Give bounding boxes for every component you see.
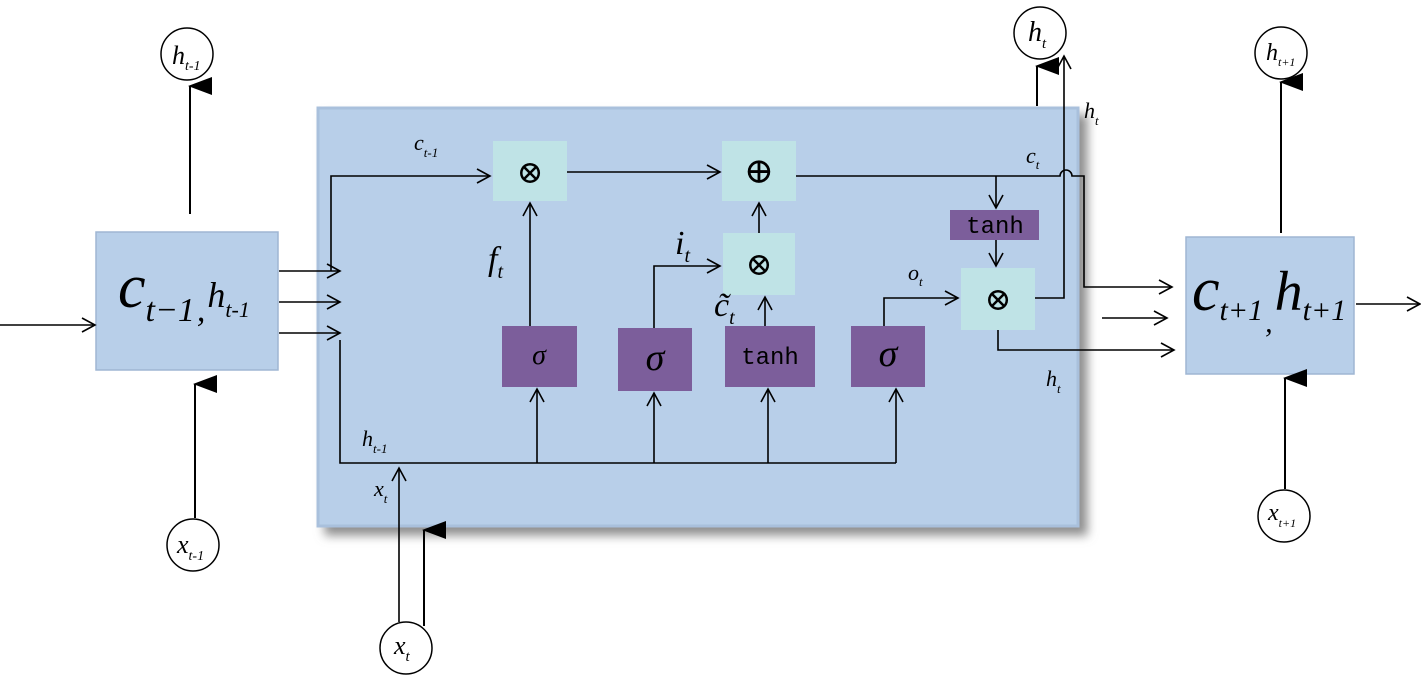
h-out-top-label: ht [1084,98,1099,128]
input-sigma-box [618,328,692,391]
c-prev-path [330,168,492,271]
output-sigma-symbol: σ [879,333,899,375]
candidate-tanh-box [725,326,815,387]
cell-add-symbol: ⊕ [744,151,774,191]
cell-next-box [1185,236,1355,375]
h-prev-circle [160,27,214,81]
cell-prev-box [95,231,279,371]
forget-multiply-symbol: ⊗ [517,154,544,190]
input-multiply-box [723,233,795,295]
x-cur-circle [379,621,433,675]
lstm-cell-body [316,106,1080,528]
cell-next-label: ct+1,ht+1 [1192,256,1346,339]
output-multiply-box [961,268,1035,330]
c-in-label: ct-1 [414,130,438,160]
output-multiply-symbol: ⊗ [985,281,1012,317]
x-cur-label: xt [393,631,411,665]
candidate-tanh-label: tanh [741,345,799,372]
cell-add-box [722,141,796,201]
h-out-bottom-label: ht [1046,366,1061,396]
forget-sigma-symbol: σ [532,340,547,371]
output-gate-label: ot [908,260,923,289]
cell-tanh-label: tanh [966,214,1024,241]
x-next-circle [1257,489,1311,543]
x-next-label: xt+1 [1267,500,1296,530]
candidate-label: c̃t [714,287,735,329]
h-prev-label: ht-1 [172,41,201,74]
c-out-path [796,169,1174,295]
h-next-circle [1254,26,1308,80]
output-sigma-to-mult [883,290,960,326]
h-out-right-path [997,330,1176,358]
input-sigma-symbol: σ [646,337,666,379]
output-sigma-box [851,326,925,387]
x-prev-label: xt-1 [176,530,204,564]
input-gate-label: it [675,225,690,267]
input-sigma-to-mult [653,258,722,328]
cell-prev-label: ct−1,ht-1 [118,253,250,329]
x-in-label: xt [373,476,388,506]
forget-sigma-box [502,326,577,387]
h-out-up-path [1035,54,1072,299]
h-next-label: ht+1 [1266,40,1295,69]
h-prev-bus [339,340,896,464]
input-multiply-symbol: ⊗ [746,246,773,282]
x-prev-circle [166,518,220,572]
h-cur-label: ht [1028,17,1047,52]
c-out-label: ct [1026,143,1040,172]
cell-tanh-box [950,210,1039,240]
h-in-label: ht-1 [362,426,387,456]
forget-multiply-box [493,141,567,201]
